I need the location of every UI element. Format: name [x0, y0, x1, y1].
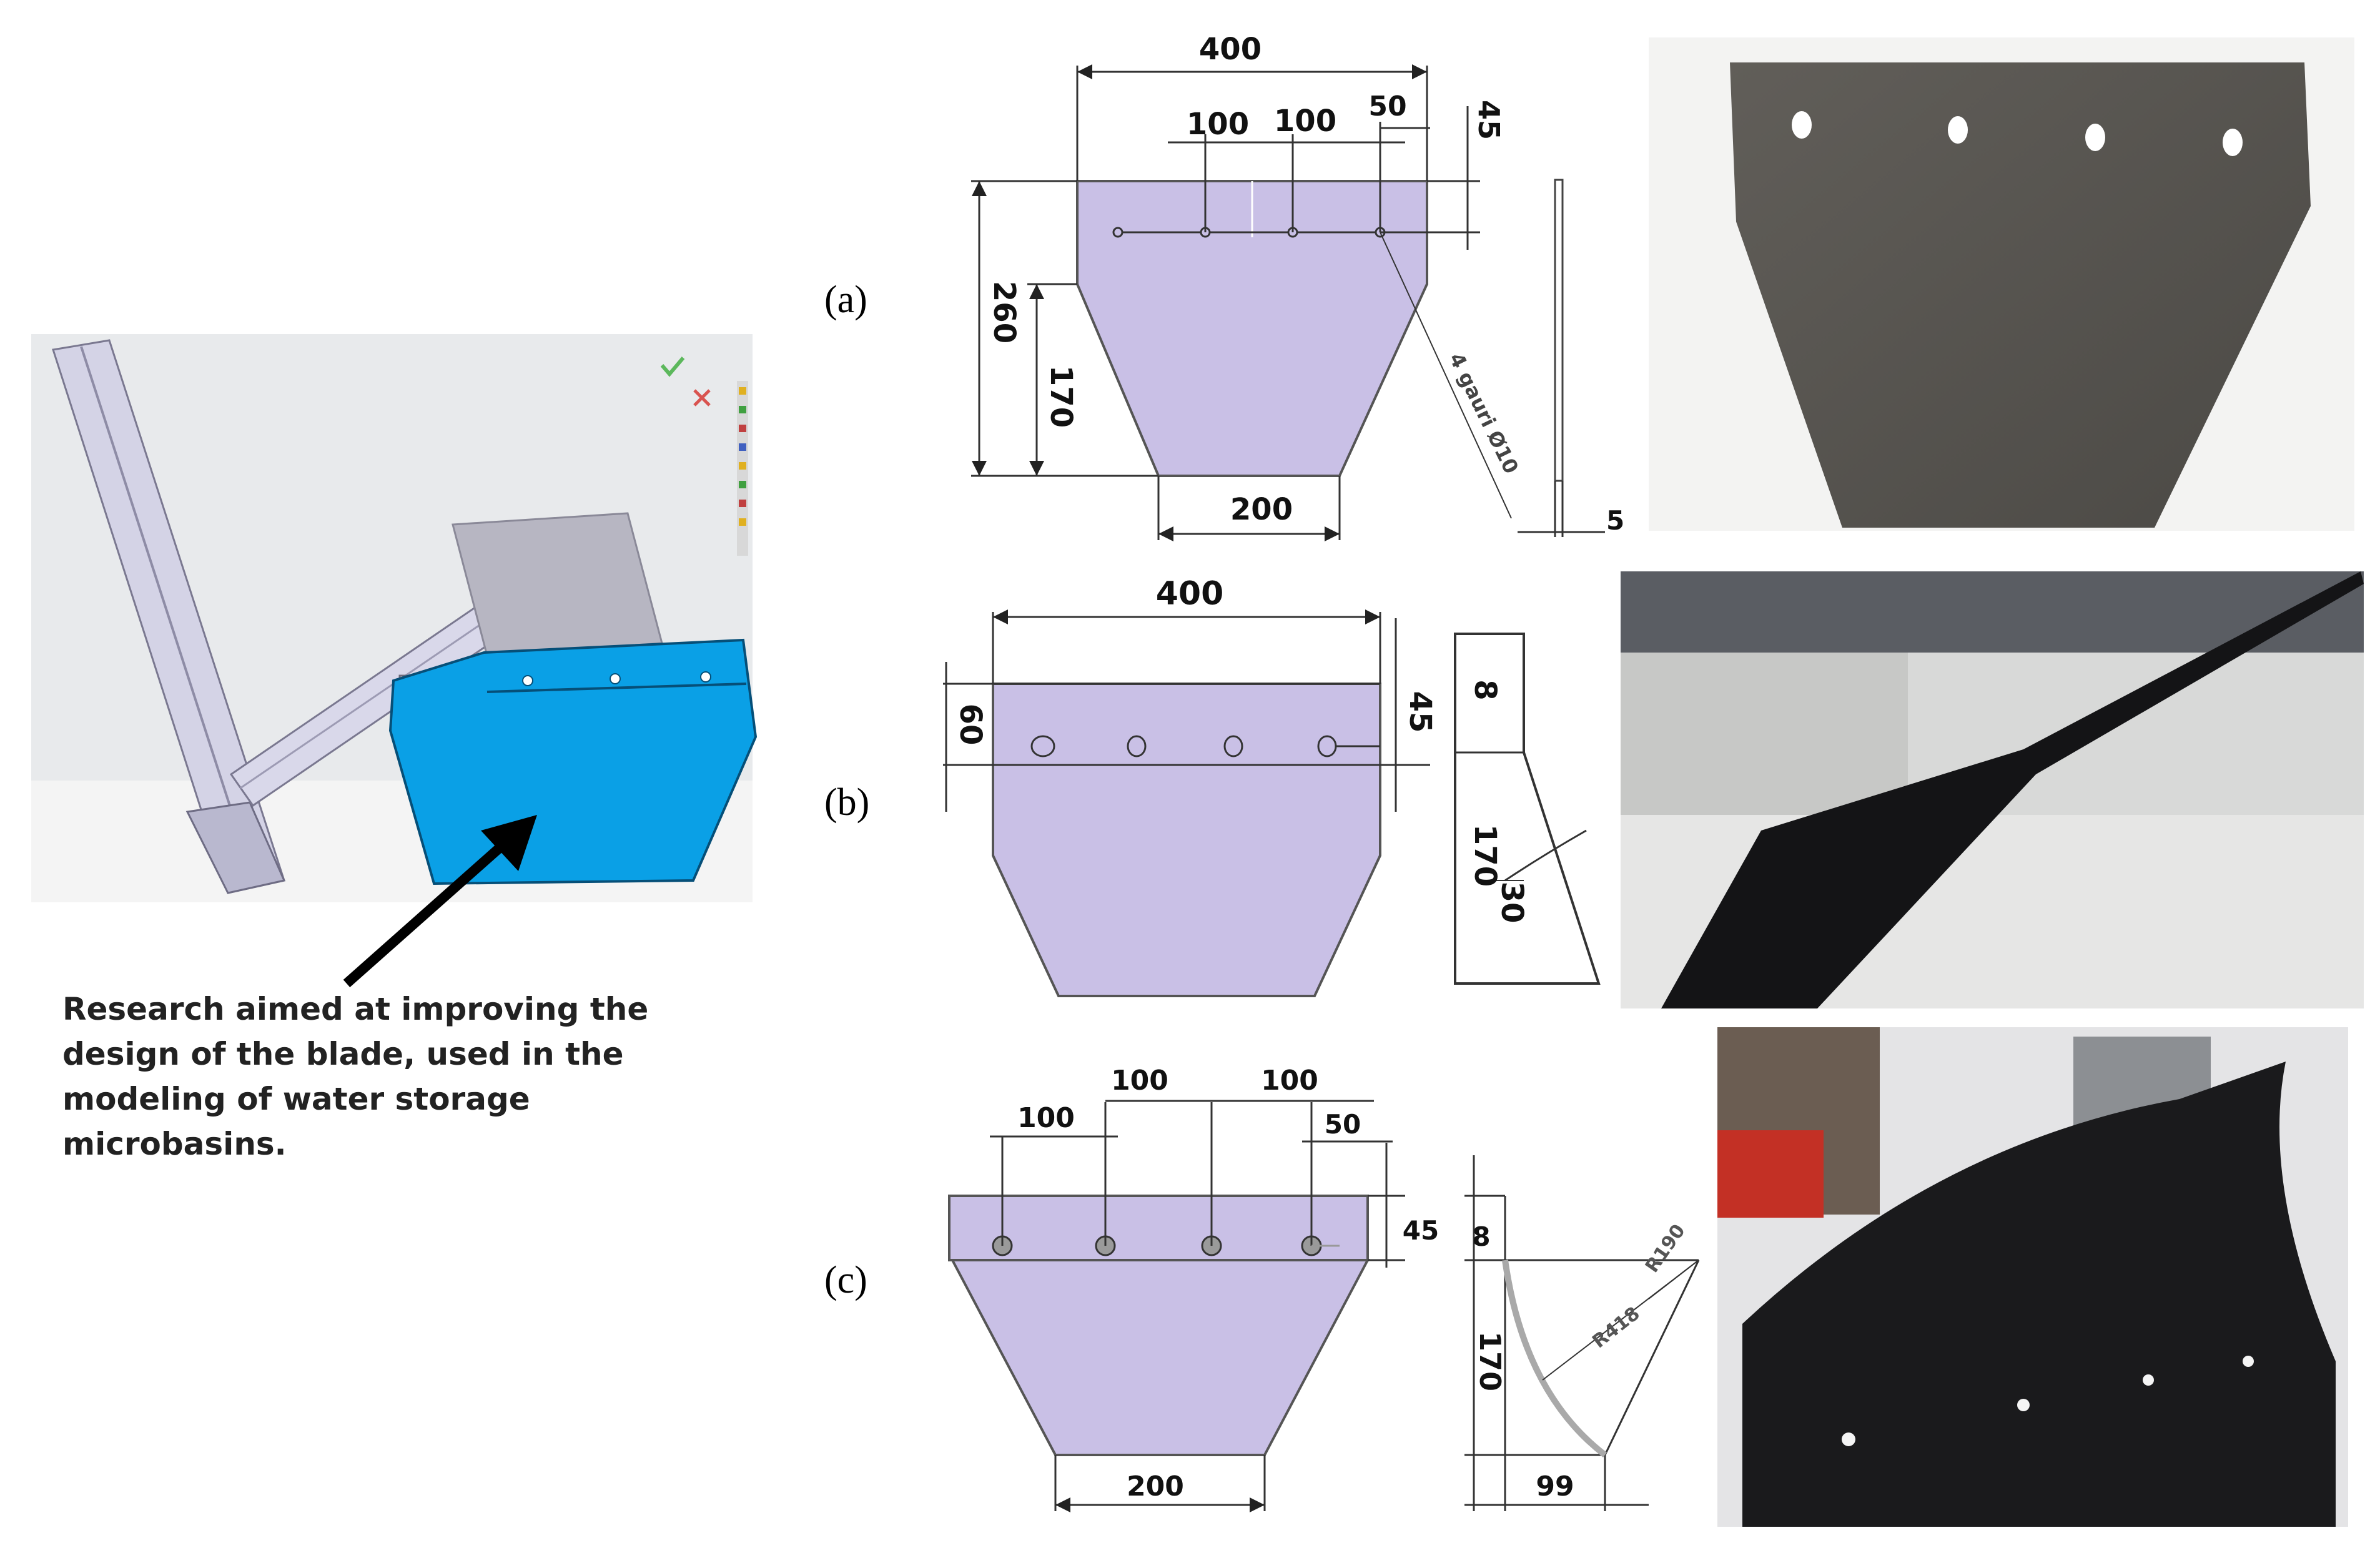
mounting-plate	[452, 512, 663, 657]
cad-render	[31, 334, 758, 987]
dim-a-height: 260	[987, 281, 1022, 343]
dim-c-edge: 50	[1325, 1109, 1361, 1140]
dim-a-side: 170	[1044, 365, 1079, 428]
curved-profile-c	[1502, 1260, 1607, 1457]
dim-a-edge: 50	[1368, 91, 1406, 122]
photo-hole	[1842, 1432, 1855, 1446]
photo-b	[1621, 571, 2364, 1008]
bolt-hole	[700, 671, 711, 683]
panel-label-c: (c)	[824, 1259, 867, 1301]
photo-hole	[2085, 124, 2105, 151]
photo-hole	[1792, 111, 1812, 139]
hole-strip-c	[948, 1195, 1369, 1261]
dim-c-bottom: 200	[1127, 1471, 1184, 1502]
photo-hole	[2223, 129, 2243, 156]
dim-a-width: 400	[1199, 32, 1262, 67]
dim-b-profile-height: 170	[1468, 824, 1503, 887]
hole-b	[1223, 735, 1243, 757]
cad-toolbar	[660, 357, 748, 556]
dim-b-top: 45	[1403, 691, 1438, 733]
toolbar-icon	[739, 425, 746, 432]
hole-b	[1317, 735, 1337, 757]
panel-label-a: (a)	[824, 279, 867, 321]
hole-b	[1030, 735, 1055, 757]
dim-c-profile-height: 170	[1473, 1331, 1507, 1391]
bolt-hole	[610, 673, 621, 684]
drawing-c	[948, 1100, 1700, 1512]
photo-hole	[2243, 1356, 2254, 1367]
dim-b-profile-top: 8	[1468, 679, 1503, 700]
dim-a-bottom: 200	[1230, 492, 1293, 527]
drawing-b	[943, 609, 1601, 997]
photo-c	[1717, 1027, 2348, 1527]
toolbar-icon	[739, 406, 746, 413]
side-view-a	[1554, 179, 1564, 482]
dim-a-top: 45	[1472, 100, 1506, 140]
dim-c-arc: R190	[1641, 1220, 1690, 1276]
blade-model	[388, 638, 758, 885]
toolbar-icon	[739, 387, 746, 395]
red-machine	[1717, 1130, 1824, 1218]
drawing-a	[971, 64, 1605, 541]
steel-blade-photo	[1730, 62, 2311, 528]
blade-outline-b	[992, 683, 1381, 997]
callout-arrow-shaft	[343, 833, 516, 987]
dim-a-spacing1: 100	[1187, 107, 1249, 142]
black-blade-side-photo	[1661, 571, 2364, 1008]
dim-c-spacing2: 100	[1111, 1065, 1168, 1097]
drawing-b-labels: 400 60 45 8 170 30	[953, 575, 1529, 923]
photo-a	[1649, 37, 2354, 531]
photo-hole	[1948, 116, 1968, 144]
dim-a-spacing2: 100	[1274, 104, 1336, 139]
dim-c-spacing3: 100	[1261, 1065, 1318, 1097]
caption-text: Research aimed at improving the design o…	[62, 991, 649, 1162]
photo-hole	[2143, 1374, 2154, 1386]
toolbar-icon	[739, 518, 746, 526]
dim-b-hole-band: 60	[953, 704, 988, 746]
dim-c-top: 45	[1403, 1215, 1439, 1246]
profile-b	[1454, 633, 1601, 985]
dim-b-angle: 30	[1494, 882, 1529, 924]
toolbar-icon	[739, 500, 746, 507]
callout-arrow-head	[481, 815, 537, 871]
dim-c-profile-top: 8	[1472, 1221, 1490, 1252]
hole-a	[1112, 227, 1123, 238]
dim-c-profile-base: 99	[1536, 1471, 1574, 1502]
photo-hole	[2017, 1399, 2030, 1411]
blade-outline-c	[950, 1259, 1370, 1456]
dim-c-spacing1: 100	[1017, 1102, 1075, 1134]
dim-a-thickness: 5	[1606, 505, 1624, 536]
toolbar-icon	[739, 462, 746, 470]
dim-c-radius: R418	[1588, 1303, 1644, 1353]
hole-b	[1127, 735, 1147, 757]
panel-label-b: (b)	[824, 781, 869, 824]
black-curved-blade-photo	[1742, 1062, 2336, 1527]
bolt-hole	[522, 675, 533, 686]
post-bracket	[185, 801, 286, 894]
close-icon	[693, 389, 711, 407]
checkmark-icon	[660, 357, 685, 377]
toolbar-icon	[739, 481, 746, 488]
dim-b-width: 400	[1156, 575, 1224, 613]
toolbar-icon	[739, 443, 746, 451]
